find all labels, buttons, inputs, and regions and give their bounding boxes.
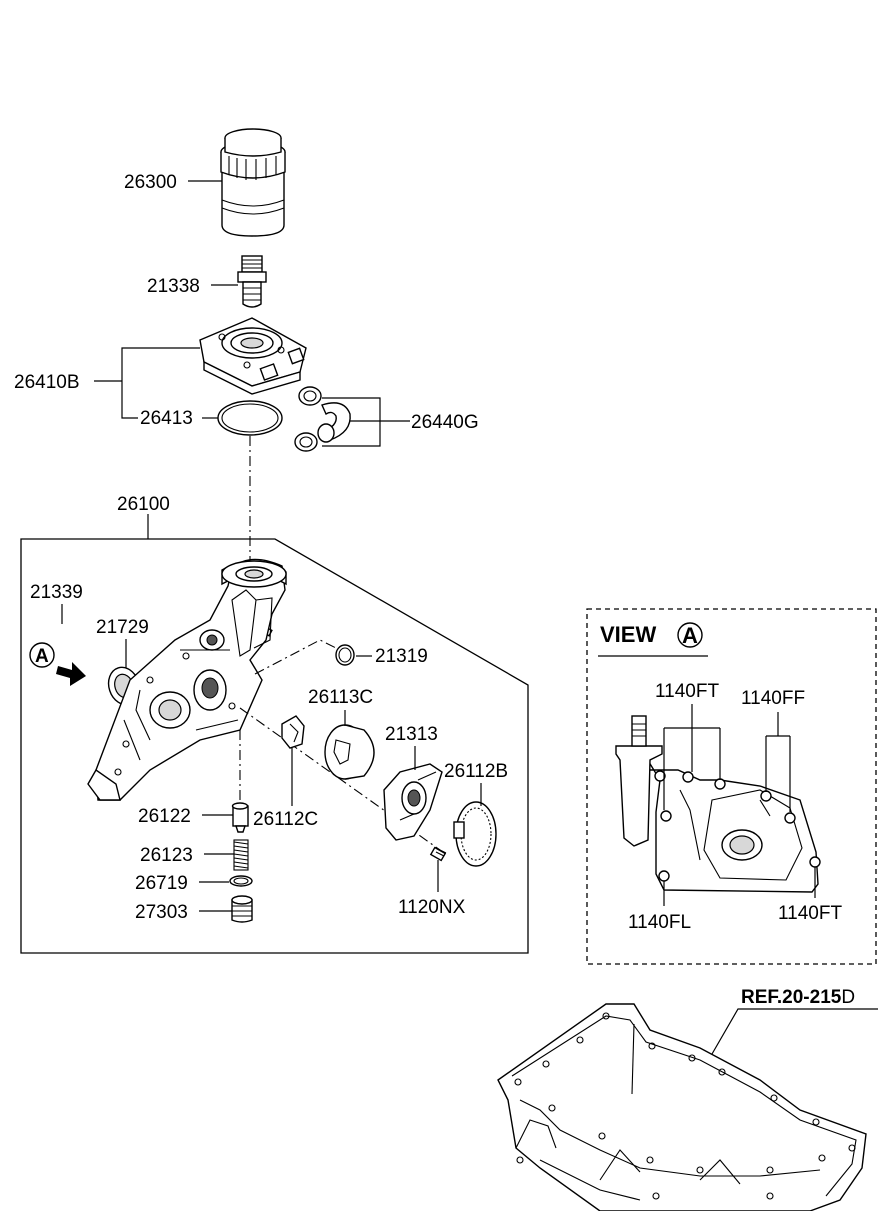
label-26100: 26100 bbox=[117, 494, 170, 515]
o-ring-21319-part[interactable] bbox=[335, 644, 355, 666]
view-a-marker-circle bbox=[677, 622, 703, 648]
label-26410B: 26410B bbox=[14, 372, 80, 393]
cooler-gasket-part[interactable] bbox=[217, 400, 283, 436]
label-26719: 26719 bbox=[135, 873, 188, 894]
label-21319: 21319 bbox=[375, 646, 428, 667]
oil-pump-body[interactable] bbox=[87, 558, 287, 801]
label-21729: 21729 bbox=[96, 617, 149, 638]
view-label-1140FF: 1140FF bbox=[741, 688, 805, 709]
oil-filter-part[interactable] bbox=[220, 128, 286, 237]
pump-assembly-outline bbox=[20, 538, 529, 954]
oil-pan-ref bbox=[497, 1003, 867, 1211]
label-1120NX: 1120NX bbox=[398, 897, 466, 918]
label-26413: 26413 bbox=[140, 408, 193, 429]
label-21338: 21338 bbox=[147, 276, 200, 297]
label-26122: 26122 bbox=[138, 806, 191, 827]
inner-rotor-part[interactable] bbox=[281, 715, 305, 749]
view-label-1140FT-bottom: 1140FT bbox=[778, 903, 842, 924]
connector-bolt-part[interactable] bbox=[237, 255, 267, 308]
label-21313: 21313 bbox=[385, 724, 438, 745]
outer-rotor-part[interactable] bbox=[324, 724, 375, 780]
relief-spring-part[interactable] bbox=[233, 839, 249, 871]
ref-label: REF.20-215D bbox=[741, 987, 855, 1008]
view-a-marker: A bbox=[682, 623, 698, 648]
label-26440G: 26440G bbox=[411, 412, 479, 433]
pump-cover-part[interactable] bbox=[383, 763, 443, 841]
pump-sprocket-part[interactable] bbox=[453, 801, 497, 867]
view-a-pump-rear bbox=[615, 715, 821, 893]
view-a-title: VIEW bbox=[600, 622, 656, 647]
hose-clamp-part[interactable] bbox=[294, 386, 351, 452]
label-27303: 27303 bbox=[135, 902, 188, 923]
relief-plug-part[interactable] bbox=[231, 895, 253, 923]
view-label-1140FL: 1140FL bbox=[628, 912, 691, 933]
oil-cooler-part[interactable] bbox=[199, 317, 307, 395]
view-a-panel bbox=[586, 608, 877, 965]
relief-plunger-part[interactable] bbox=[231, 802, 249, 833]
label-26123: 26123 bbox=[140, 845, 193, 866]
cover-bolt-part[interactable] bbox=[429, 846, 447, 862]
label-26112B: 26112B bbox=[444, 761, 508, 782]
svg-text:A: A bbox=[35, 646, 49, 667]
label-26300: 26300 bbox=[124, 172, 177, 193]
label-26112C: 26112C bbox=[253, 809, 318, 830]
label-26113C: 26113C bbox=[308, 687, 373, 708]
plug-gasket-part[interactable] bbox=[229, 875, 253, 887]
view-label-1140FT-top: 1140FT bbox=[655, 681, 719, 702]
label-21339: 21339 bbox=[30, 582, 83, 603]
view-a-arrow: A bbox=[29, 642, 86, 686]
